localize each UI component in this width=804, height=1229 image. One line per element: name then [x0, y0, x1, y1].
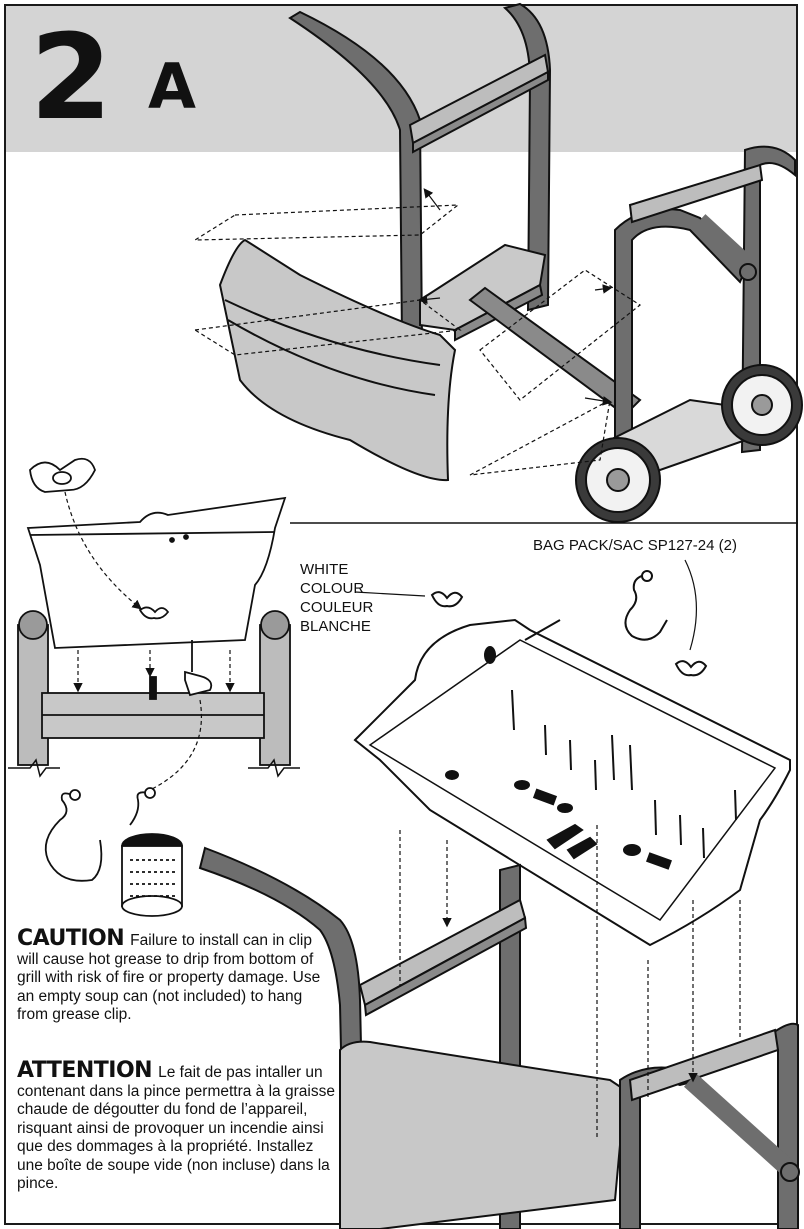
label-line: COLOUR	[300, 580, 365, 597]
attention-text: Le fait de pas intaller un contenant dan…	[17, 1064, 335, 1192]
label-line: COULEUR	[300, 599, 374, 616]
detail-guides	[64, 491, 235, 791]
step-number: 2	[30, 8, 112, 146]
white-colour-label: WHITE COLOUR COULEUR BLANCHE	[300, 560, 410, 636]
tray-guides	[399, 825, 741, 1140]
bag-pack-label: BAG PACK/SAC SP127-24 (2)	[533, 537, 737, 554]
top-frame-drawing	[218, 2, 803, 523]
caution-text: Failure to install can in clip will caus…	[17, 932, 321, 1023]
placement-guides	[192, 188, 642, 476]
tray-drawing	[198, 559, 800, 1229]
label-line: BLANCHE	[300, 618, 371, 635]
label-line: WHITE	[300, 561, 349, 578]
step-letter: A	[148, 50, 196, 123]
attention-heading: ATTENTION	[17, 1058, 153, 1083]
detail-drawing	[17, 457, 291, 917]
wheel-right	[721, 364, 803, 446]
caution-heading: CAUTION	[17, 926, 125, 951]
rail-break-marks	[8, 758, 300, 778]
wheel-left	[575, 437, 661, 523]
